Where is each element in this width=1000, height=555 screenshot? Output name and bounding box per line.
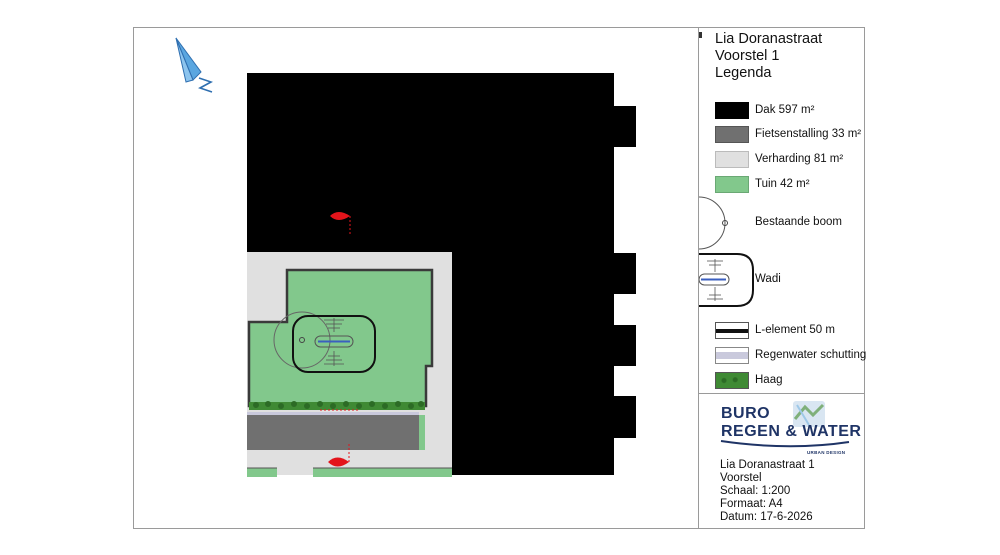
legend-item-bike-storage: Fietsenstalling 33 m² — [715, 124, 861, 144]
legend-label: Tuin 42 m² — [755, 178, 810, 190]
map-variant: Voorstel 1 — [715, 48, 780, 64]
legend-item-paving: Verharding 81 m² — [715, 149, 843, 169]
hedge-swatch — [715, 371, 749, 389]
info-project: Lia Doranastraat 1 — [720, 459, 815, 471]
legend-label: Regenwater schutting — [755, 349, 867, 361]
roof-area — [247, 73, 636, 475]
wadi-legend-label: Wadi — [755, 273, 781, 285]
garden-area — [247, 268, 434, 408]
wadi-legend-icon — [699, 253, 754, 307]
rainwater-fence-swatch — [715, 346, 749, 364]
roof-swatch — [715, 101, 749, 119]
logo-line2: REGEN & WATER — [721, 423, 862, 440]
legend-divider — [699, 393, 865, 394]
hedge-line — [249, 401, 425, 410]
company-logo: BURO REGEN & WATER URBAN DESIGN — [719, 399, 862, 461]
info-date: Datum: 17-6-2026 — [720, 511, 813, 523]
legend-label: Haag — [755, 374, 783, 386]
existing-tree-icon — [273, 311, 331, 369]
garden-swatch — [715, 175, 749, 193]
wadi-icon — [292, 315, 376, 373]
panel-marker — [699, 32, 702, 38]
legend-heading: Legenda — [715, 65, 772, 81]
logo-map-icon — [793, 401, 825, 427]
l-element-swatch — [715, 321, 749, 339]
info-format: Formaat: A4 — [720, 498, 783, 510]
tree-legend-icon — [699, 196, 728, 250]
garden-strip — [313, 468, 452, 477]
logo-swoosh-icon — [720, 440, 850, 448]
entrance-marker-icon — [330, 212, 351, 236]
tree-legend-label: Bestaande boom — [755, 216, 842, 228]
legend-label: Verharding 81 m² — [755, 153, 844, 165]
paving-swatch — [715, 150, 749, 168]
logo-tagline: URBAN DESIGN — [807, 450, 846, 455]
legend-item-hedge: Haag — [715, 370, 783, 390]
bike-storage-swatch — [715, 125, 749, 143]
legend-panel: Lia Doranastraat Voorstel 1 Legenda Dak … — [698, 27, 866, 529]
logo-line1: BURO — [721, 405, 771, 422]
map-title: Lia Doranastraat — [715, 31, 823, 47]
info-variant: Voorstel — [720, 472, 762, 484]
legend-item-l-element: L-element 50 m — [715, 320, 835, 340]
legend-item-roof: Dak 597 m² — [715, 100, 814, 120]
legend-label: Fietsenstalling 33 m² — [755, 128, 862, 140]
north-arrow-icon — [175, 37, 213, 93]
garden-strip — [247, 468, 277, 477]
legend-label: Dak 597 m² — [755, 104, 815, 116]
garden-strip — [419, 415, 425, 450]
legend-item-rainwater-fence: Regenwater schutting — [715, 345, 866, 365]
rainwater-fence-line — [247, 412, 419, 415]
legend-item-garden: Tuin 42 m² — [715, 174, 810, 194]
entrance-marker-icon — [328, 444, 350, 467]
bike-storage-area — [247, 415, 419, 450]
info-scale: Schaal: 1:200 — [720, 485, 791, 497]
legend-label: L-element 50 m — [755, 324, 835, 336]
